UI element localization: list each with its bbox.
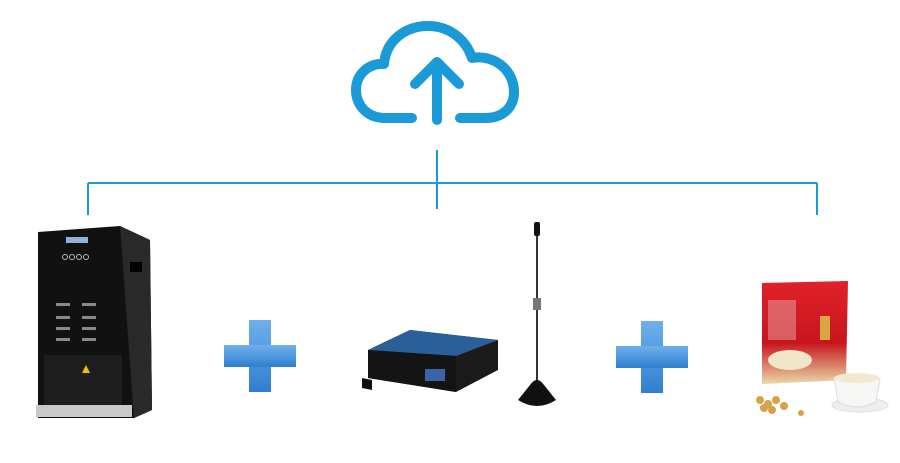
plus-icon xyxy=(616,321,688,393)
connector-lines xyxy=(87,150,818,215)
coffee-vending-machine-image xyxy=(36,226,152,418)
soy-milk-package-image xyxy=(756,281,889,416)
cloud-upload-icon xyxy=(351,21,519,125)
iot-gateway-image xyxy=(362,222,556,406)
plus-icon xyxy=(224,320,296,392)
